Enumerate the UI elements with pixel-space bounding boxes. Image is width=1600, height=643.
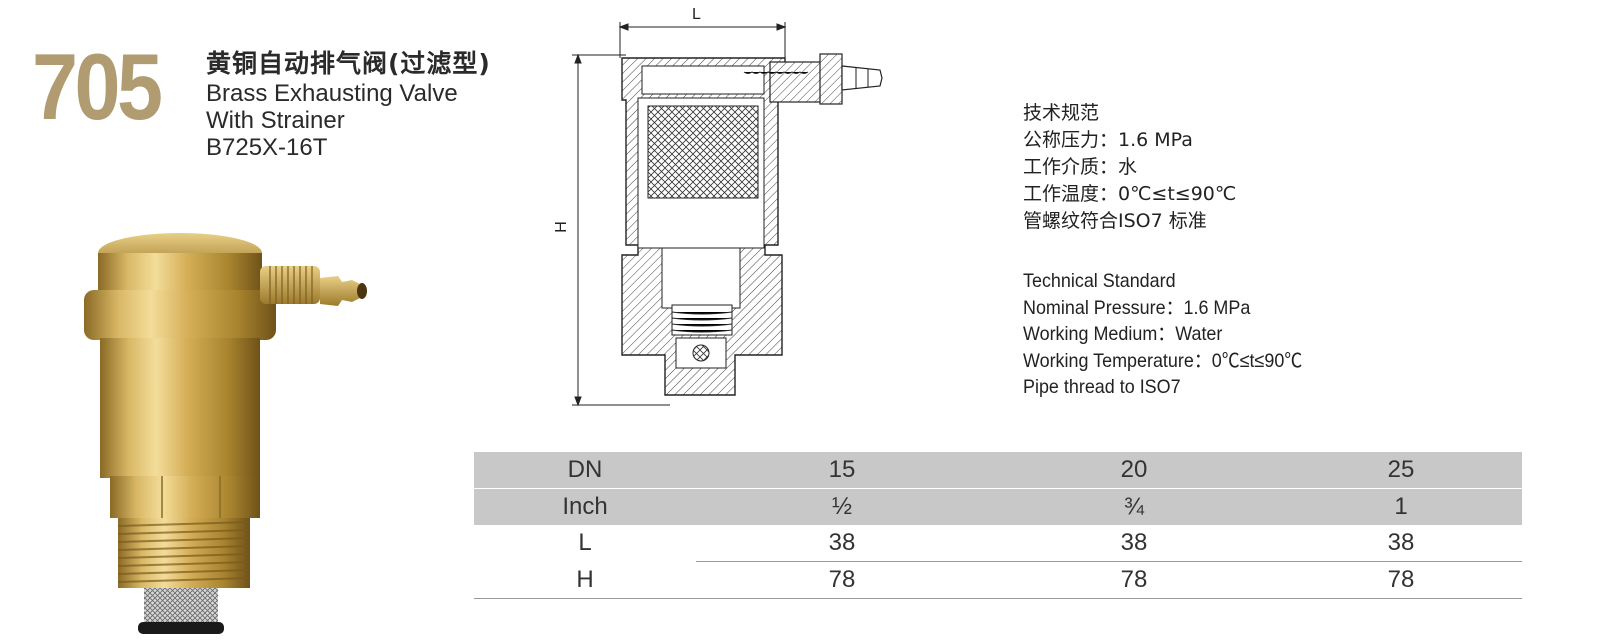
product-title-block: 黄铜自动排气阀(过滤型) Brass Exhausting Valve With…: [206, 48, 491, 161]
spec-en-heading: Technical Standard: [1023, 270, 1176, 292]
table-cell: 78: [1280, 561, 1522, 599]
table-row-label: L: [474, 525, 696, 562]
product-title-en-line1: Brass Exhausting Valve: [206, 80, 458, 107]
table-row-label: DN: [474, 452, 696, 489]
spec-cn-temperature: 工作温度：0℃≤t≤90℃: [1023, 183, 1237, 205]
table-row-label: H: [474, 561, 696, 599]
table-cell: 78: [988, 561, 1280, 599]
table-cell: 15: [696, 452, 988, 489]
table-cell: 38: [1280, 525, 1522, 562]
table-cell: ½: [696, 488, 988, 525]
spec-cn-heading: 技术规范: [1023, 102, 1100, 124]
table-cell: 25: [1280, 452, 1522, 489]
table-cell: 38: [988, 525, 1280, 562]
table-row: DN 15 20 25: [474, 452, 1522, 489]
spec-en-thread: Pipe thread to ISO7: [1023, 376, 1181, 398]
table-cell: 20: [988, 452, 1280, 489]
table-row: L 38 38 38: [474, 525, 1522, 562]
dimension-table: DN 15 20 25 Inch ½ ¾ 1 L 38 38 38 H 78 7…: [474, 452, 1522, 599]
table-cell: 78: [696, 561, 988, 599]
product-title-cn: 黄铜自动排气阀(过滤型): [206, 49, 491, 78]
valve-photo: [84, 233, 367, 634]
spec-en-pressure: Nominal Pressure：1.6 MPa: [1023, 296, 1251, 319]
table-cell: 1: [1280, 488, 1522, 525]
dim-length-label: L: [692, 6, 701, 23]
spec-cn-block: 技术规范 公称压力：1.6 MPa 工作介质：水 工作温度：0℃≤t≤90℃ 管…: [1023, 100, 1236, 235]
table-row-label: Inch: [474, 488, 696, 525]
spec-cn-medium: 工作介质：水: [1023, 156, 1138, 178]
dim-height-label: H: [552, 221, 570, 233]
spec-en-block: Technical Standard Nominal Pressure：1.6 …: [1023, 268, 1302, 401]
spec-en-temperature: Working Temperature：0℃≤t≤90℃: [1023, 349, 1303, 372]
table-cell: 38: [696, 525, 988, 562]
table-cell: ¾: [988, 488, 1280, 525]
product-title-en-line2: With Strainer: [206, 107, 345, 134]
table-row: Inch ½ ¾ 1: [474, 488, 1522, 525]
table-row: H 78 78 78: [474, 561, 1522, 599]
spec-cn-thread: 管螺纹符合ISO7 标准: [1023, 210, 1207, 232]
model-number: 705: [32, 34, 163, 139]
valve-cross-section-drawing: [572, 22, 883, 407]
spec-cn-pressure: 公称压力：1.6 MPa: [1023, 129, 1193, 151]
spec-en-medium: Working Medium：Water: [1023, 323, 1223, 345]
product-code: B725X-16T: [206, 134, 328, 161]
